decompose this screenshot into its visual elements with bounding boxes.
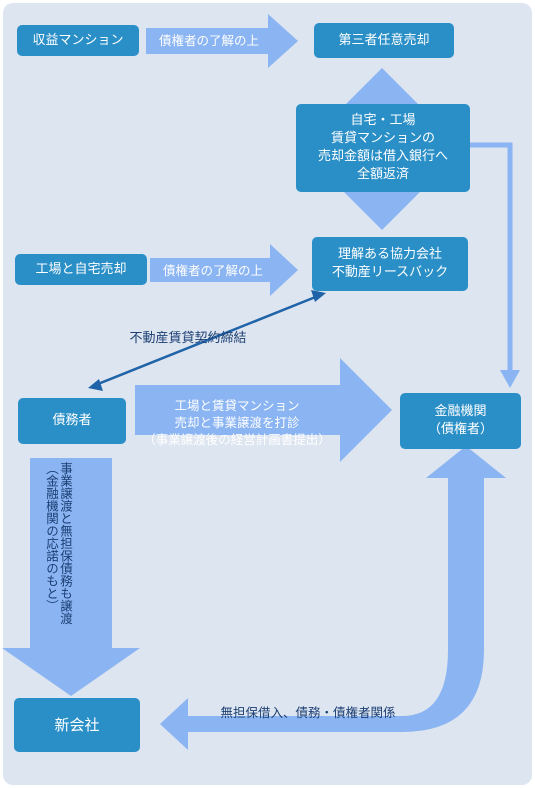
arrow-repay-bank <box>470 142 513 372</box>
node-third-party-sale-label: 第三者任意売却 <box>338 32 430 48</box>
node-new-company-label: 新会社 <box>54 716 100 734</box>
label-lease-contract: 不動産賃貸契約締結 <box>129 331 247 346</box>
node-factory-home-sale: 工場と自宅売却 <box>15 254 147 285</box>
arrow-business-transfer <box>2 458 140 696</box>
node-income-mansion: 収益マンション <box>17 25 139 56</box>
node-debtor: 債務者 <box>18 398 126 444</box>
node-lease-back-label: 理解ある協力会社 不動産リースバック <box>331 247 449 280</box>
arrow-repay-bank-head <box>500 370 520 388</box>
node-home-factory-label: 自宅・工場 賃貸マンションの 売却金額は借入銀行へ 全額返済 <box>317 113 448 182</box>
node-lease-back: 理解ある協力会社 不動産リースバック <box>312 237 468 291</box>
arrow-transfer-proposal <box>135 358 392 462</box>
node-debtor-label: 債務者 <box>52 413 92 428</box>
node-home-factory: 自宅・工場 賃貸マンションの 売却金額は借入銀行へ 全額返済 <box>296 104 470 192</box>
label-unsecured-loans: 無担保借入、債務・債権者関係 <box>220 705 396 720</box>
node-new-company: 新会社 <box>14 698 140 752</box>
label-creditor-consent-top: 債権者の了解の上 <box>158 33 259 48</box>
node-bank-label: 金融機関 （債権者） <box>427 404 493 437</box>
node-third-party-sale: 第三者任意売却 <box>314 23 454 58</box>
label-creditor-consent-mid: 債権者の了解の上 <box>162 263 263 278</box>
label-business-transfer: 事業譲渡と無担保債務も譲渡 （金融機関の応諾のもと） <box>44 462 73 625</box>
arrow-lease-head-right <box>311 290 326 302</box>
arrow-consent-top <box>146 14 298 68</box>
arrow-unsecured-loans <box>160 446 506 750</box>
arrow-lease-contract <box>97 294 319 386</box>
node-bank: 金融機関 （債権者） <box>400 393 521 449</box>
arrow-lease-head-left <box>88 379 103 391</box>
node-factory-home-sale-label: 工場と自宅売却 <box>35 261 127 277</box>
arrow-consent-mid <box>150 244 298 296</box>
node-income-mansion-label: 収益マンション <box>32 32 124 48</box>
label-transfer-proposal: 工場と賃貸マンション 売却と事業譲渡を打診 （事業譲渡後の経営計画書提出） <box>143 398 331 447</box>
